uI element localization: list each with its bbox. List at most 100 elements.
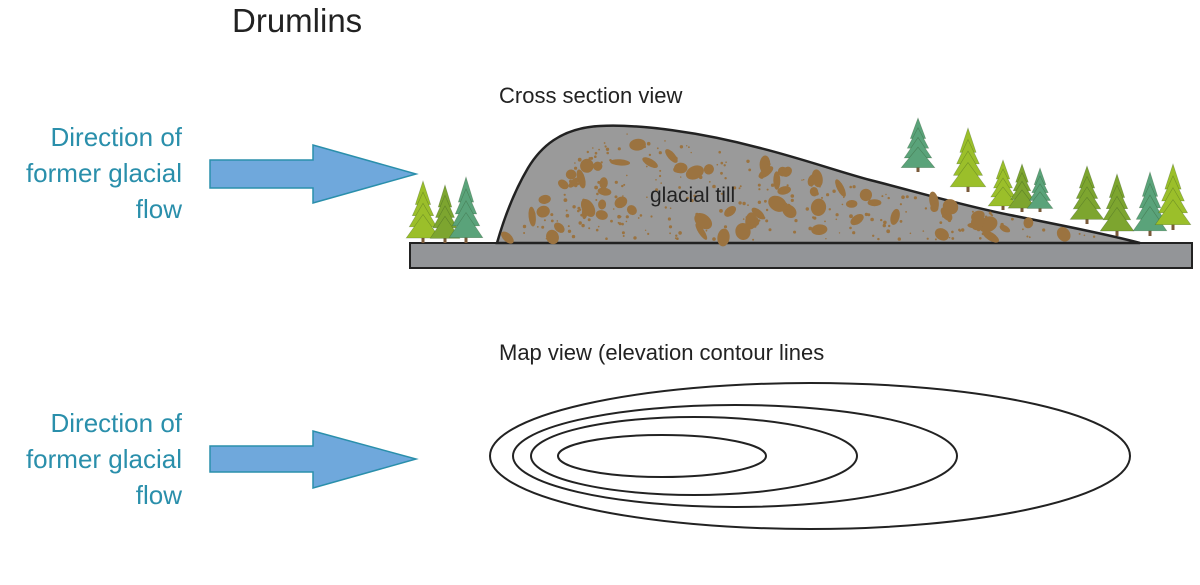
till-speck bbox=[971, 210, 974, 213]
till-speck bbox=[811, 173, 815, 177]
till-speck bbox=[688, 146, 690, 149]
till-speck bbox=[897, 237, 901, 241]
till-speck bbox=[790, 198, 794, 202]
till-speck bbox=[793, 231, 795, 233]
till-clast bbox=[501, 231, 514, 244]
till-speck bbox=[720, 192, 723, 195]
till-speck bbox=[765, 208, 769, 212]
till-speck bbox=[926, 237, 929, 240]
till-speck bbox=[595, 199, 598, 201]
contour-line-3 bbox=[530, 416, 858, 496]
till-speck bbox=[1022, 228, 1024, 231]
till-speck bbox=[693, 194, 696, 198]
till-clast bbox=[597, 187, 612, 196]
till-speck bbox=[605, 147, 610, 151]
till-speck bbox=[720, 161, 724, 165]
till-speck bbox=[545, 197, 548, 200]
till-clast bbox=[867, 199, 882, 207]
till-speck bbox=[676, 170, 679, 173]
till-speck bbox=[825, 238, 827, 240]
till-speck bbox=[805, 207, 809, 211]
till-speck bbox=[523, 232, 526, 234]
till-speck bbox=[835, 213, 839, 217]
till-speck bbox=[944, 212, 947, 216]
till-clast bbox=[568, 177, 579, 188]
till-speck bbox=[1028, 236, 1031, 239]
till-speck bbox=[870, 217, 874, 222]
till-speck bbox=[586, 150, 589, 154]
trees-right bbox=[900, 117, 1192, 236]
till-speck bbox=[961, 228, 965, 232]
till-speck bbox=[618, 215, 622, 219]
till-clast bbox=[890, 208, 900, 225]
till-clast bbox=[610, 159, 631, 166]
till-speck bbox=[540, 215, 543, 218]
till-speck bbox=[533, 212, 536, 215]
till-speck bbox=[596, 192, 599, 196]
till-speck bbox=[577, 157, 582, 162]
till-clast bbox=[593, 161, 603, 171]
till-clast bbox=[1023, 217, 1034, 229]
till-speck bbox=[742, 201, 746, 206]
till-speck bbox=[852, 231, 856, 235]
till-speck bbox=[563, 198, 568, 203]
till-speck bbox=[594, 151, 598, 155]
till-speck bbox=[674, 156, 678, 161]
till-speck bbox=[747, 204, 749, 207]
till-speck bbox=[742, 218, 745, 220]
till-speck bbox=[705, 229, 708, 232]
till-speck bbox=[660, 182, 662, 184]
till-speck bbox=[786, 209, 789, 212]
till-speck bbox=[783, 202, 788, 207]
till-speck bbox=[565, 209, 568, 212]
till-speck bbox=[708, 181, 711, 183]
till-speck bbox=[625, 220, 628, 223]
cross-section-heading: Cross section view bbox=[499, 83, 683, 108]
flow-direction-label-bottom: Direction of former glacial flow bbox=[25, 408, 182, 510]
till-speck bbox=[770, 183, 775, 187]
till-speck bbox=[675, 234, 678, 237]
till-clast bbox=[703, 164, 714, 175]
till-speck bbox=[883, 220, 887, 225]
till-speck bbox=[899, 220, 903, 223]
till-speck bbox=[650, 215, 653, 218]
till-speck bbox=[644, 229, 647, 231]
till-speck bbox=[922, 230, 925, 232]
till-speck bbox=[578, 221, 582, 225]
till-speck bbox=[849, 214, 853, 219]
till-clast bbox=[850, 214, 864, 226]
till-speck bbox=[621, 184, 624, 188]
till-speck bbox=[881, 195, 884, 198]
till-clast bbox=[934, 228, 949, 241]
glacial-till-label: glacial till bbox=[650, 184, 736, 207]
till-speck bbox=[733, 186, 737, 190]
till-clast bbox=[810, 198, 827, 216]
till-speck bbox=[659, 174, 662, 178]
till-speck bbox=[758, 188, 761, 191]
till-speck bbox=[764, 199, 767, 203]
till-speck bbox=[690, 199, 694, 203]
ground-base bbox=[409, 242, 1193, 269]
till-speck bbox=[543, 219, 546, 222]
till-speck bbox=[560, 179, 563, 182]
till-speck bbox=[577, 209, 580, 213]
till-speck bbox=[757, 183, 761, 187]
tree-icon bbox=[987, 159, 1019, 210]
till-speck bbox=[841, 203, 844, 206]
till-speck bbox=[1078, 232, 1081, 235]
till-speck bbox=[723, 164, 726, 167]
till-speck bbox=[574, 162, 576, 164]
till-clast bbox=[835, 179, 846, 197]
till-clast bbox=[768, 195, 787, 212]
till-speck bbox=[901, 195, 905, 199]
contour-lines bbox=[489, 382, 1131, 530]
till-speck bbox=[674, 237, 677, 240]
till-speck bbox=[614, 180, 618, 184]
till-speck bbox=[594, 185, 598, 190]
till-speck bbox=[621, 231, 625, 235]
tree-icon bbox=[949, 127, 987, 192]
till-speck bbox=[598, 148, 600, 151]
till-speck bbox=[586, 170, 589, 173]
till-speck bbox=[655, 179, 657, 181]
